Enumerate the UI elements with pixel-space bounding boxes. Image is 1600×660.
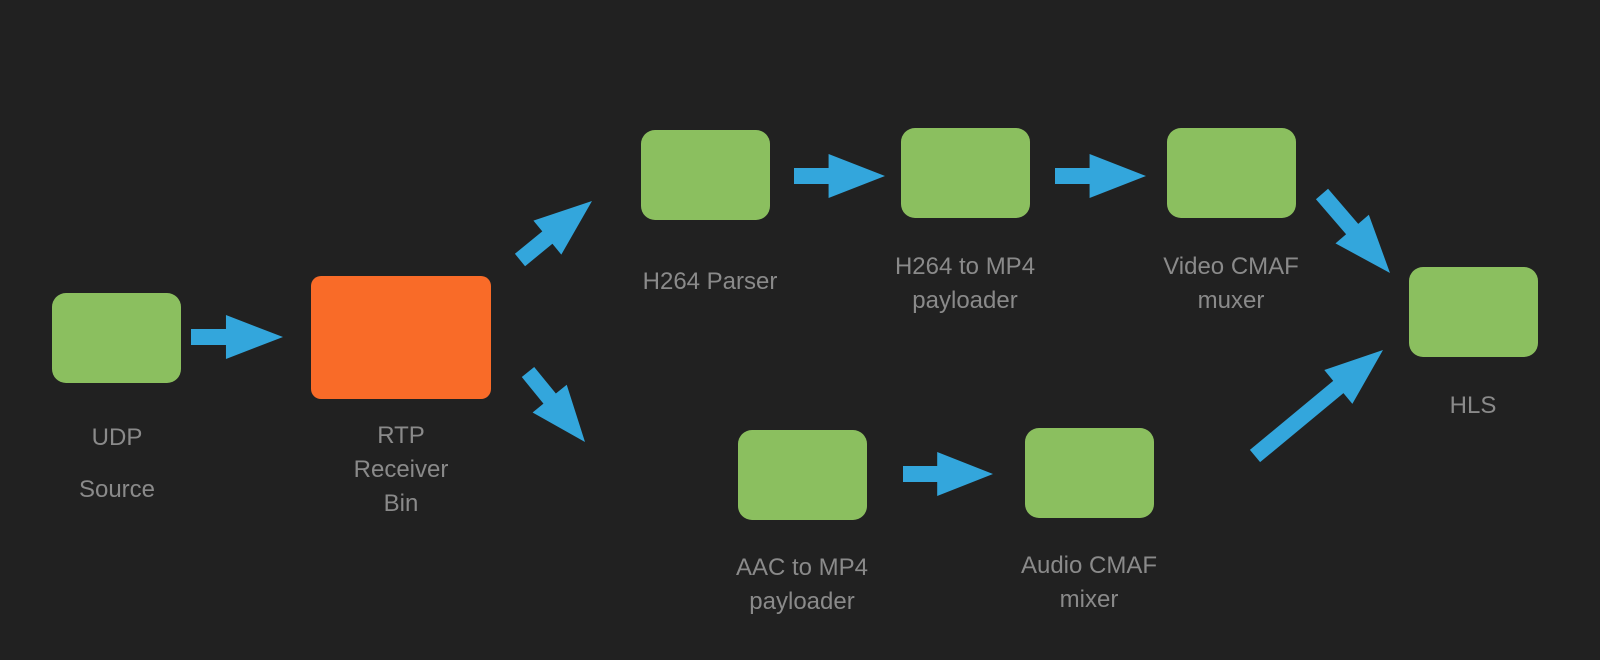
label-line: Bin [383, 490, 419, 517]
node-audio-cmaf-mixer [1025, 428, 1154, 518]
label-line: HLS [1449, 392, 1497, 419]
label-line: payloader [749, 588, 855, 615]
arrow-aac-to-mp4-payloader-to-audio-cmaf-mixer [903, 452, 993, 496]
label-udp-source: UDP Source [79, 412, 155, 516]
label-line: muxer [1197, 287, 1265, 314]
node-video-cmaf-muxer [1167, 128, 1296, 218]
label-h264-parser: H264 Parser [643, 265, 778, 299]
label-audio-cmaf-mixer: Audio CMAF mixer [1021, 549, 1157, 617]
arrow-video-cmaf-muxer-to-hls [1315, 188, 1390, 273]
label-h264-to-mp4-payloader: H264 to MP4 payloader [895, 250, 1035, 318]
label-line: Receiver [353, 456, 449, 483]
label-video-cmaf-muxer: Video CMAF muxer [1163, 250, 1299, 318]
arrow-udp-source-to-rtp-receiver-bin [191, 315, 283, 359]
label-line: RTP [377, 422, 425, 449]
label-line: Video CMAF [1163, 253, 1299, 280]
label-hls: HLS [1450, 389, 1497, 423]
arrow-rtp-receiver-bin-to-aac-to-mp4-payloader [521, 366, 585, 442]
label-line: Audio CMAF [1020, 552, 1158, 579]
label-rtp-receiver-bin: RTP Receiver Bin [354, 419, 449, 521]
label-line: H264 Parser [642, 268, 778, 295]
label-line: H264 to MP4 [894, 253, 1036, 280]
arrow-rtp-receiver-bin-to-h264-parser [514, 201, 592, 267]
label-aac-to-mp4-payloader: AAC to MP4 payloader [736, 551, 868, 619]
label-line: UDP [91, 424, 143, 451]
node-hls [1409, 267, 1538, 357]
node-h264-to-mp4-payloader [901, 128, 1030, 218]
label-line: AAC to MP4 [735, 554, 869, 581]
node-udp-source [52, 293, 181, 383]
label-line: Source [78, 476, 156, 503]
label-line: payloader [912, 287, 1018, 314]
node-rtp-receiver-bin [311, 276, 491, 399]
node-aac-to-mp4-payloader [738, 430, 867, 520]
arrow-audio-cmaf-mixer-to-hls [1249, 350, 1383, 463]
label-line: mixer [1059, 586, 1119, 613]
node-h264-parser [641, 130, 770, 220]
arrow-h264-parser-to-h264-to-mp4-payloader [794, 154, 885, 198]
arrow-h264-to-mp4-payloader-to-video-cmaf-muxer [1055, 154, 1146, 198]
